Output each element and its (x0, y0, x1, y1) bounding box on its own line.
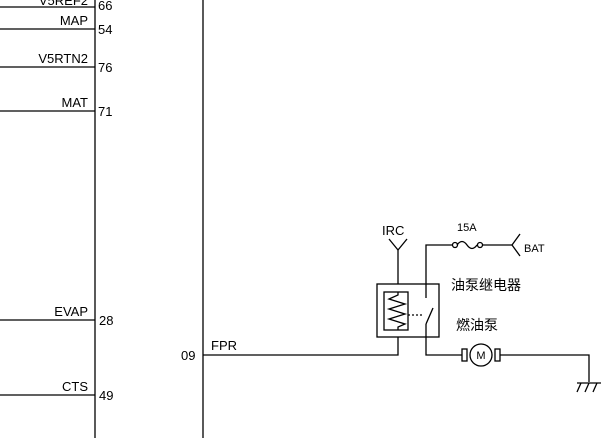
signal-label: CTS (62, 379, 88, 394)
signal-evap: EVAP 28 (0, 304, 113, 328)
signal-cts: CTS 49 (0, 379, 113, 403)
battery-feed: 15A BAT (425, 222, 545, 284)
fuse-terminal-left (451, 241, 459, 249)
irc-label: IRC (382, 223, 404, 238)
signal-v5rtn2: V5RTN2 76 (0, 51, 112, 75)
signal-label: MAT (62, 95, 89, 110)
fpr-circuit: 09 FPR (181, 337, 399, 363)
signal-label: MAP (60, 13, 88, 28)
fuse-rating: 15A (457, 222, 477, 234)
ground-icon (576, 382, 601, 393)
pin-number: 76 (98, 60, 112, 75)
pump-motor (469, 343, 493, 367)
pin-number: 54 (98, 22, 112, 37)
fpr-pin-number: 09 (181, 348, 195, 363)
signal-map: MAP 54 (0, 13, 112, 37)
signal-label: EVAP (54, 304, 88, 319)
relay-coil-winding (386, 292, 408, 330)
fpr-label: FPR (211, 338, 237, 353)
relay-coil (383, 291, 409, 331)
fuel-pump-relay: 油泵继电器 (376, 278, 521, 338)
motor-symbol: M (476, 350, 485, 362)
fuel-pump: 燃油泵 M (425, 317, 590, 382)
fuse-15a (456, 240, 478, 250)
signal-label: V5REF2 (39, 0, 88, 8)
signal-v5ref2: V5REF2 66 (0, 0, 112, 13)
pin-number: 71 (98, 104, 112, 119)
pin-number: 66 (98, 0, 112, 13)
irc-input: IRC (382, 223, 408, 284)
relay-switch-blade (425, 307, 434, 325)
fuse-terminal-right (476, 241, 484, 249)
signal-label: V5RTN2 (38, 51, 88, 66)
battery-label: BAT (524, 243, 545, 255)
pin-number: 49 (99, 388, 113, 403)
relay-name: 油泵继电器 (451, 278, 521, 294)
battery-terminal (511, 233, 521, 257)
pin-number: 28 (99, 313, 113, 328)
pump-name: 燃油泵 (456, 317, 498, 334)
signal-mat: MAT 71 (0, 95, 112, 119)
